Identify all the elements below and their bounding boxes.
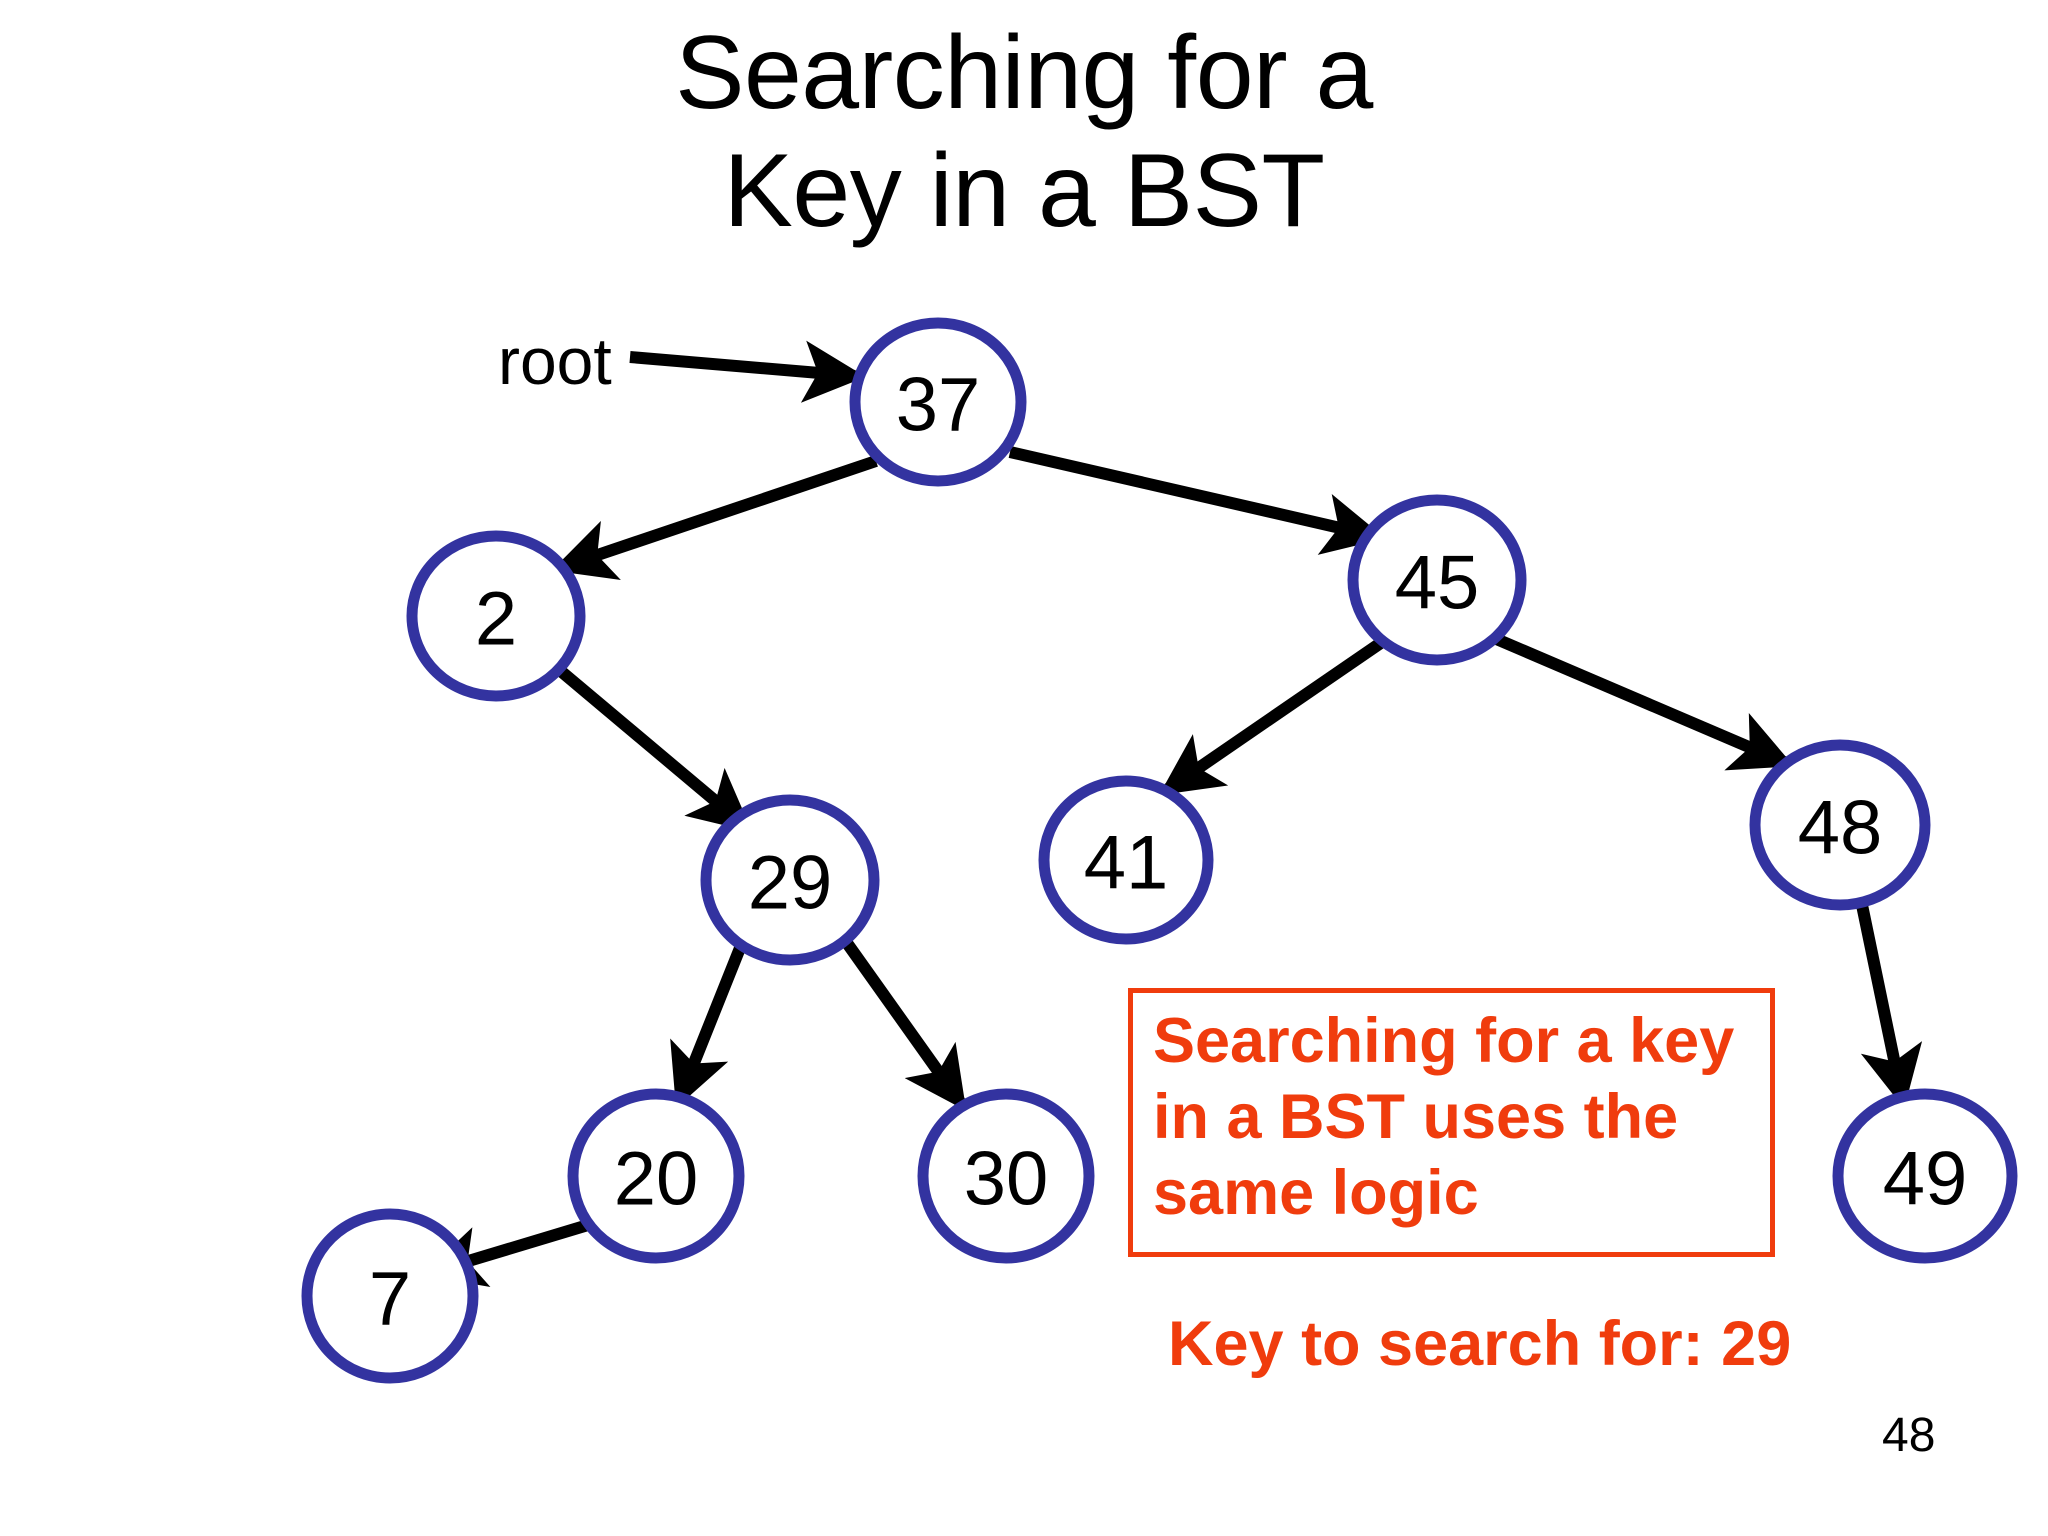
page-title: Searching for a Key in a BST — [0, 14, 2048, 250]
page-title-line-2: Key in a BST — [723, 133, 1325, 249]
root-arrow — [629, 340, 866, 403]
node-circle-45 — [1347, 494, 1527, 666]
tree-edge-n37-to-n45 — [1008, 446, 1386, 555]
root-pointer-arrow — [629, 340, 866, 403]
tree-edge-n29-to-n20 — [670, 935, 750, 1109]
tree-edge-n29-to-n30 — [837, 932, 967, 1111]
node-circle-20 — [567, 1088, 745, 1264]
tree-edge-n45-to-n41 — [1159, 635, 1389, 796]
node-label-45: 45 — [1395, 541, 1480, 626]
tree-node-49[interactable]: 49 — [1832, 1088, 2018, 1264]
page-title-line-1: Searching for a — [675, 15, 1373, 131]
tree-node-2[interactable]: 2 — [406, 530, 586, 702]
tree-edge-n37-to-n2 — [551, 455, 878, 581]
node-circle-2 — [406, 530, 586, 702]
page-number: 48 — [1882, 1409, 1936, 1462]
tree-edge-n48-to-n49 — [1856, 903, 1923, 1109]
tree-node-29[interactable]: 29 — [700, 794, 880, 966]
node-label-7: 7 — [369, 1257, 411, 1342]
tree-node-20[interactable]: 20 — [567, 1088, 745, 1264]
node-circle-49 — [1832, 1088, 2018, 1264]
node-label-37: 37 — [896, 363, 981, 448]
node-label-20: 20 — [614, 1137, 699, 1222]
tree-node-45[interactable]: 45 — [1347, 494, 1527, 666]
node-circle-29 — [700, 794, 880, 966]
node-label-30: 30 — [964, 1137, 1049, 1222]
tree-node-7[interactable]: 7 — [301, 1208, 479, 1384]
node-circle-48 — [1749, 739, 1931, 911]
tree-node-41[interactable]: 41 — [1038, 775, 1214, 945]
tree-node-48[interactable]: 48 — [1749, 739, 1931, 911]
node-label-49: 49 — [1883, 1137, 1968, 1222]
node-label-29: 29 — [748, 841, 833, 926]
callout-text: Searching for a key in a BST uses the sa… — [1153, 1006, 1735, 1228]
tree-edge-n45-to-n48 — [1491, 632, 1794, 771]
node-circle-7 — [301, 1208, 479, 1384]
node-circle-30 — [917, 1088, 1095, 1264]
node-label-2: 2 — [475, 577, 517, 662]
node-label-48: 48 — [1798, 786, 1883, 871]
callout-box: Searching for a key in a BST uses the sa… — [1128, 988, 1775, 1257]
tree-node-37[interactable]: 37 — [849, 317, 1027, 487]
tree-edge-n2-to-n29 — [552, 662, 753, 832]
root-pointer-label: root — [498, 324, 612, 398]
tree-node-30[interactable]: 30 — [917, 1088, 1095, 1264]
node-circle-37 — [849, 317, 1027, 487]
search-key-text: Key to search for: 29 — [1168, 1309, 1792, 1379]
tree-nodes: 37 2 45 29 41 48 20 30 7 49 — [301, 317, 2018, 1384]
node-label-41: 41 — [1084, 821, 1169, 906]
node-circle-41 — [1038, 775, 1214, 945]
